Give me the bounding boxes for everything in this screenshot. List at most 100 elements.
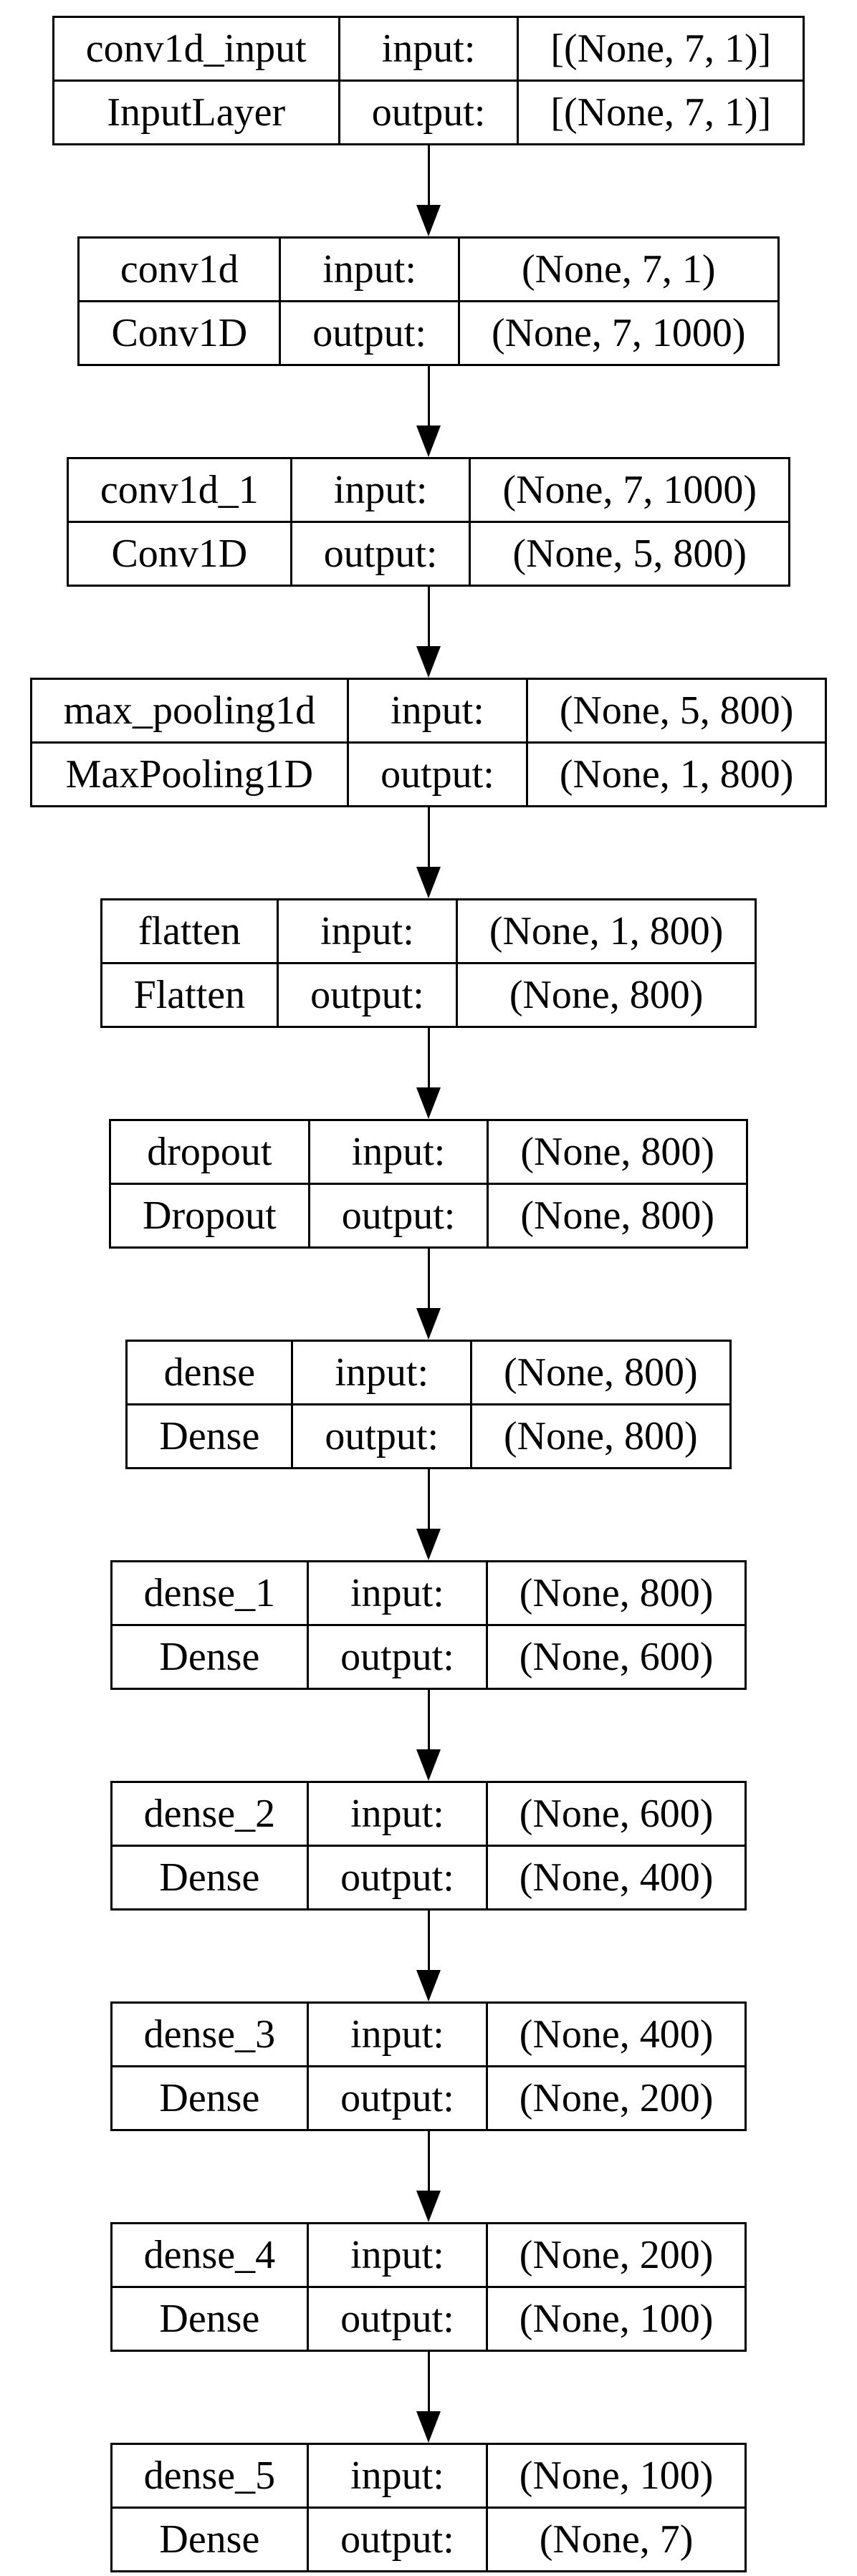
input-label: input: [307, 1119, 489, 1185]
arrowhead-icon [416, 867, 441, 898]
edge-arrow [416, 1690, 441, 1781]
node-row: dropout input: (None, 800) [109, 1119, 748, 1185]
output-label: output: [307, 2286, 488, 2352]
layer-type: Dense [110, 2065, 310, 2131]
input-shape: (None, 1, 800) [455, 898, 757, 964]
output-label: output: [279, 300, 460, 366]
node-row: Dense output: (None, 200) [110, 2065, 747, 2131]
node-row: dense_5 input: (None, 100) [110, 2443, 747, 2509]
input-label: input: [291, 1340, 473, 1405]
node-row: max_pooling1d input: (None, 5, 800) [29, 678, 828, 744]
node-row: InputLayer output: [(None, 7, 1)] [52, 80, 805, 145]
output-shape: (None, 5, 800) [469, 521, 791, 587]
output-shape: (None, 800) [455, 962, 757, 1028]
edge-arrow [416, 366, 441, 457]
input-label: input: [279, 236, 460, 302]
arrowhead-icon [416, 1529, 441, 1560]
arrowhead-icon [416, 1087, 441, 1119]
edge-line [427, 1690, 430, 1749]
input-shape: (None, 5, 800) [525, 678, 828, 744]
node-row: dense_2 input: (None, 600) [110, 1781, 747, 1847]
layer-name: dense [125, 1340, 294, 1405]
arrowhead-icon [416, 205, 441, 236]
arrowhead-icon [416, 646, 441, 678]
node-conv1d-input: conv1d_input input: [(None, 7, 1)] Input… [52, 16, 805, 145]
edge-arrow [416, 145, 441, 236]
node-row: Conv1D output: (None, 5, 800) [66, 521, 791, 587]
output-shape: (None, 1, 800) [525, 741, 828, 807]
node-row: Conv1D output: (None, 7, 1000) [77, 300, 780, 366]
layer-type: Dense [125, 1403, 294, 1469]
layer-type: Dense [110, 2286, 310, 2352]
input-label: input: [277, 898, 458, 964]
output-shape: (None, 7, 1000) [457, 300, 780, 366]
output-shape: (None, 600) [485, 1624, 747, 1690]
output-shape: (None, 400) [485, 1845, 747, 1911]
arrowhead-icon [416, 1970, 441, 2001]
edge-line [427, 1028, 430, 1087]
input-shape: (None, 800) [485, 1560, 747, 1626]
node-row: dense input: (None, 800) [125, 1340, 732, 1405]
layer-type: InputLayer [52, 80, 340, 145]
layer-name: dense_3 [110, 2001, 310, 2067]
edge-arrow [416, 1249, 441, 1340]
input-label: input: [289, 457, 471, 523]
input-label: input: [307, 2001, 488, 2067]
arrowhead-icon [416, 2411, 441, 2443]
node-row: dense_3 input: (None, 400) [110, 2001, 747, 2067]
arrowhead-icon [416, 1308, 441, 1340]
layer-type: MaxPooling1D [29, 741, 350, 807]
input-label: input: [307, 1560, 488, 1626]
node-dense-1: dense_1 input: (None, 800) Dense output:… [110, 1560, 747, 1690]
edge-arrow [416, 1911, 441, 2001]
node-conv1d-1: conv1d_1 input: (None, 7, 1000) Conv1D o… [66, 457, 791, 587]
edge-arrow [416, 2352, 441, 2443]
node-row: flatten input: (None, 1, 800) [100, 898, 757, 964]
output-shape: [(None, 7, 1)] [517, 80, 805, 145]
output-shape: (None, 100) [485, 2286, 747, 2352]
input-label: input: [307, 2222, 488, 2288]
edge-arrow [416, 2131, 441, 2222]
edge-line [427, 807, 430, 867]
node-dense: dense input: (None, 800) Dense output: (… [125, 1340, 732, 1469]
layer-name: dense_4 [110, 2222, 310, 2288]
node-conv1d: conv1d input: (None, 7, 1) Conv1D output… [77, 236, 780, 366]
input-shape: (None, 800) [487, 1119, 748, 1185]
layer-name: dense_1 [110, 1560, 310, 1626]
layer-name: conv1d [77, 236, 282, 302]
output-label: output: [291, 1403, 473, 1469]
node-row: conv1d input: (None, 7, 1) [77, 236, 780, 302]
output-shape: (None, 800) [487, 1183, 748, 1249]
layer-name: conv1d_input [52, 16, 340, 82]
input-shape: (None, 100) [485, 2443, 747, 2509]
edge-line [427, 366, 430, 426]
output-label: output: [307, 1845, 488, 1911]
edge-line [427, 1911, 430, 1970]
edge-line [427, 1249, 430, 1308]
output-label: output: [307, 1624, 488, 1690]
input-shape: [(None, 7, 1)] [517, 16, 805, 82]
input-shape: (None, 800) [470, 1340, 732, 1405]
layer-type: Dense [110, 1624, 310, 1690]
node-dropout: dropout input: (None, 800) Dropout outpu… [109, 1119, 748, 1249]
node-dense-4: dense_4 input: (None, 200) Dense output:… [110, 2222, 747, 2352]
layer-name: dense_5 [110, 2443, 310, 2509]
input-shape: (None, 400) [485, 2001, 747, 2067]
node-row: conv1d_input input: [(None, 7, 1)] [52, 16, 805, 82]
layer-name: max_pooling1d [29, 678, 350, 744]
layer-type: Flatten [100, 962, 279, 1028]
layer-type: Dense [110, 1845, 310, 1911]
output-shape: (None, 800) [470, 1403, 732, 1469]
node-row: MaxPooling1D output: (None, 1, 800) [29, 741, 828, 807]
edge-line [427, 587, 430, 646]
node-row: Flatten output: (None, 800) [100, 962, 757, 1028]
edge-arrow [416, 1028, 441, 1119]
edge-line [427, 145, 430, 205]
input-shape: (None, 600) [485, 1781, 747, 1847]
edge-arrow [416, 1469, 441, 1560]
output-label: output: [289, 521, 471, 587]
output-label: output: [307, 2065, 488, 2131]
node-max-pooling1d: max_pooling1d input: (None, 5, 800) MaxP… [29, 678, 828, 807]
arrowhead-icon [416, 1749, 441, 1781]
output-shape: (None, 200) [485, 2065, 747, 2131]
